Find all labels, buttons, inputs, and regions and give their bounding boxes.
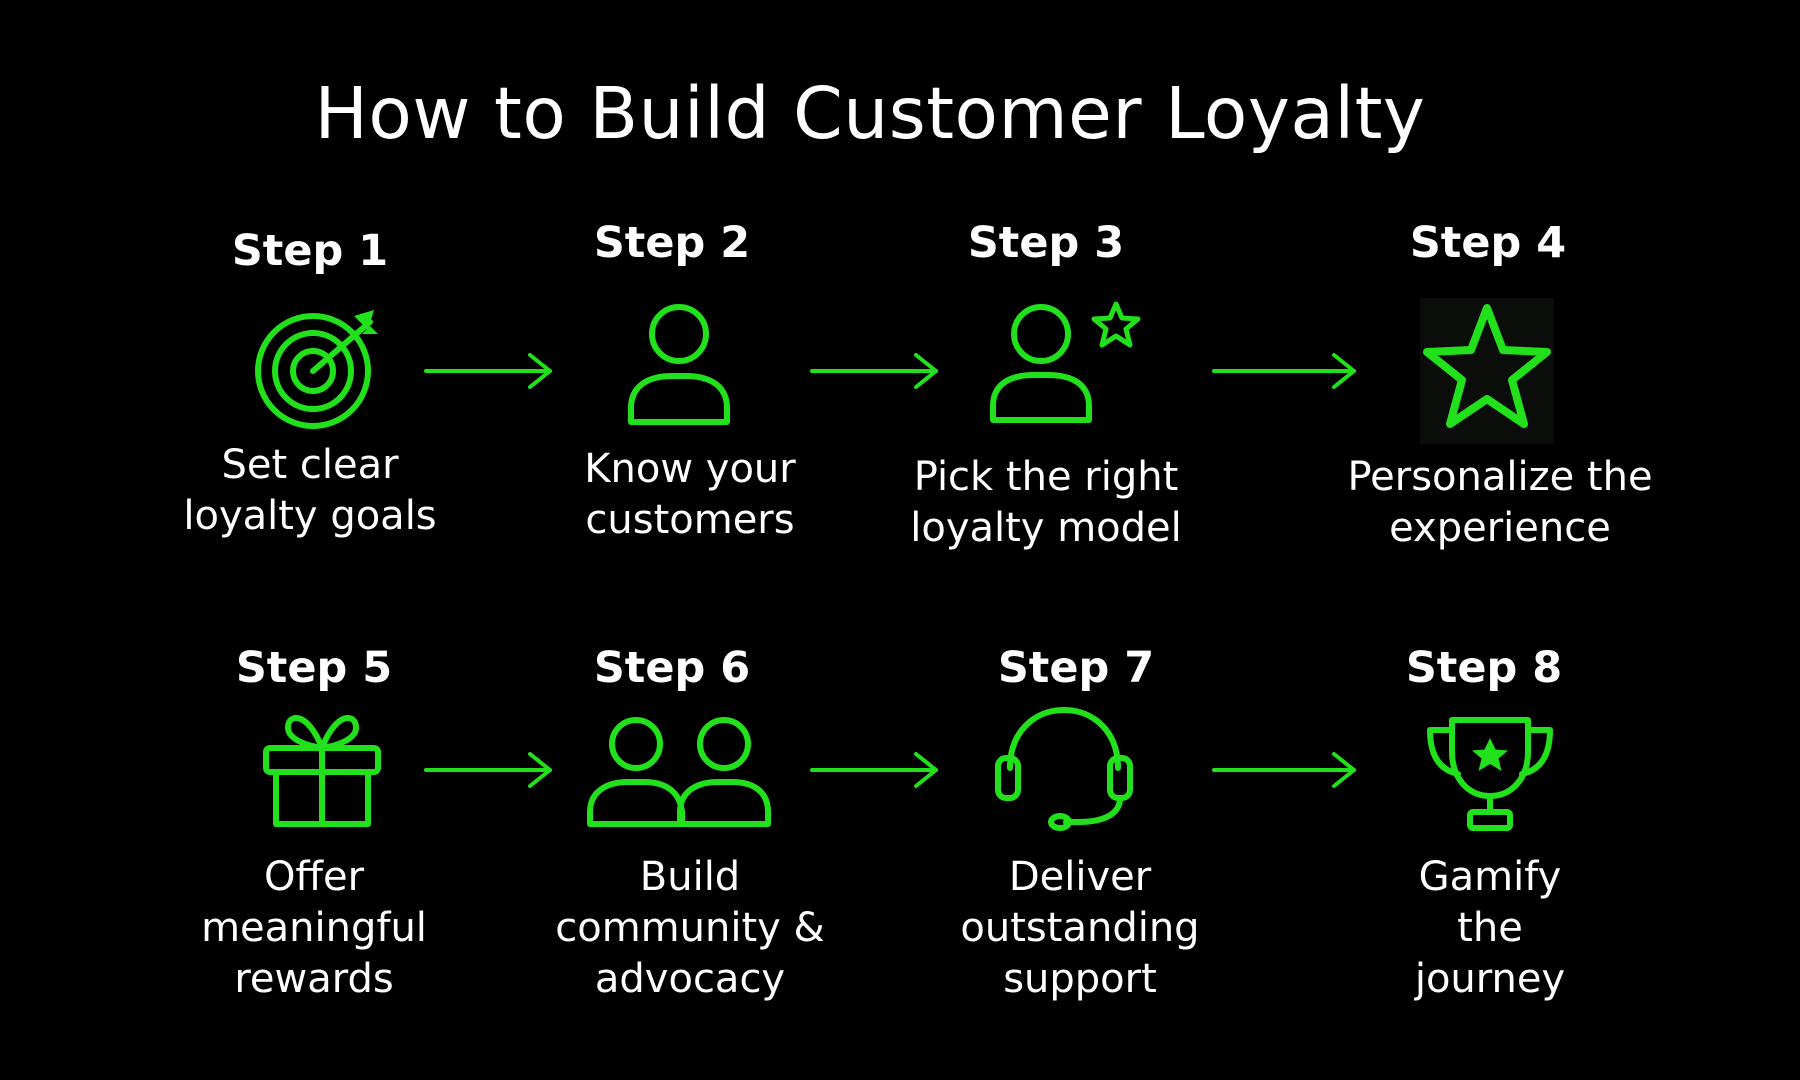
step-3-description: Pick the right loyalty model [910,454,1182,551]
step-8-description: Gamify the journey [1414,854,1566,1002]
step-6-description: Build community & advocacy [555,854,825,1002]
step-2-title: Step 2 [593,218,751,268]
step-3-title: Step 3 [967,218,1125,268]
headset-icon [995,707,1133,831]
target-icon [255,310,378,429]
step-5-title: Step 5 [235,643,393,693]
step-7-description: Deliver outstanding support [960,854,1200,1002]
arrow-step7-to-step8 [1212,752,1356,788]
step-5-description: Offer meaningful rewards [201,854,427,1002]
arrow-step1-to-step2 [424,353,552,389]
trophy-icon [1427,717,1553,831]
step-2-description: Know your customers [584,446,796,543]
person-star-icon [990,301,1141,423]
arrow-step5-to-step6 [424,752,552,788]
gift-icon [263,715,381,827]
page-title: How to Build Customer Loyalty [314,72,1426,155]
step-6-title: Step 6 [593,643,751,693]
step-1-title: Step 1 [231,226,389,276]
step-1-description: Set clear loyalty goals [183,442,437,539]
arrow-step2-to-step3 [810,353,938,389]
star-icon [1420,298,1554,444]
step-7-title: Step 7 [997,643,1155,693]
person-icon [628,304,730,425]
arrow-step3-to-step4 [1212,353,1356,389]
people-icon [587,717,771,827]
step-4-title: Step 4 [1409,218,1567,268]
step-8-title: Step 8 [1405,643,1563,693]
arrow-step6-to-step7 [810,752,938,788]
step-4-description: Personalize the experience [1347,454,1653,551]
